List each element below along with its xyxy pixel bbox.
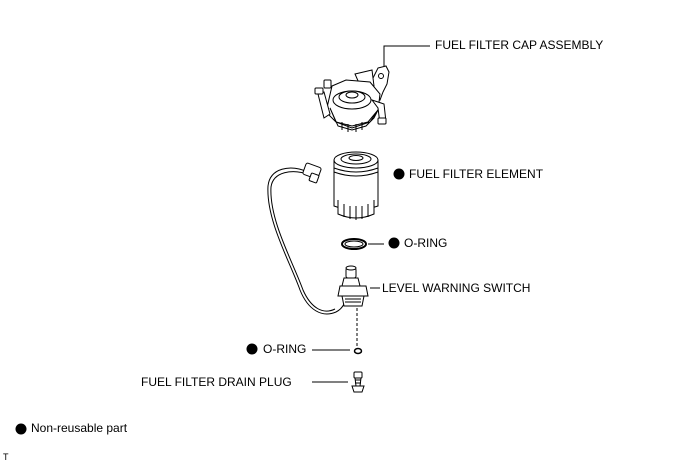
wire-harness	[267, 167, 347, 315]
non-reusable-marker-o-ring-lower	[246, 343, 258, 355]
o-ring-upper-part	[341, 238, 367, 250]
harness-connector	[302, 162, 322, 184]
corner-reference-mark: T	[3, 452, 9, 462]
level-warning-switch	[337, 265, 369, 307]
label-fuel-filter-element: FUEL FILTER ELEMENT	[409, 167, 544, 181]
legend-non-reusable-marker	[15, 423, 27, 435]
label-level-warning-switch: LEVEL WARNING SWITCH	[382, 281, 530, 295]
fuel-filter-element	[333, 151, 379, 220]
legend: Non-reusable part	[15, 421, 128, 435]
label-fuel-filter-drain-plug: FUEL FILTER DRAIN PLUG	[141, 375, 292, 389]
leader-cap-assembly	[383, 45, 430, 66]
fuel-filter-cap-assembly	[314, 65, 390, 132]
non-reusable-marker-o-ring-upper	[388, 237, 400, 249]
label-fuel-filter-cap-assembly: FUEL FILTER CAP ASSEMBLY	[435, 38, 603, 52]
non-reusable-marker-filter-element	[393, 168, 405, 180]
label-o-ring-lower: O-RING	[263, 342, 306, 356]
fuel-filter-drain-plug	[351, 371, 365, 393]
o-ring-lower-part	[353, 347, 363, 355]
legend-non-reusable-label: Non-reusable part	[31, 421, 128, 435]
label-o-ring-upper: O-RING	[404, 236, 447, 250]
